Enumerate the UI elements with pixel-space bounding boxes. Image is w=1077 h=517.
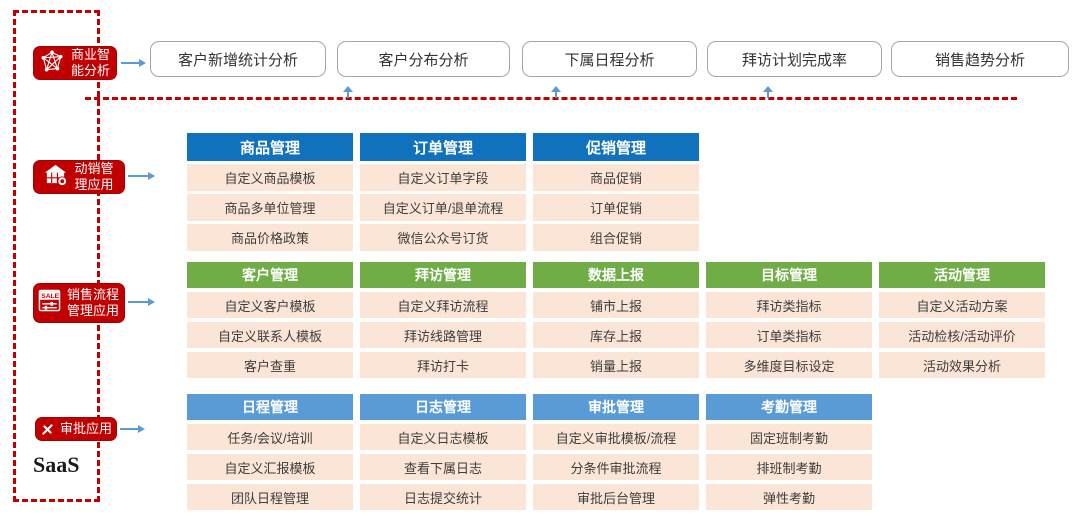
feature-item: 多维度目标设定 <box>706 352 872 378</box>
module-approval: 审批应用 <box>35 417 117 441</box>
feature-item: 订单促销 <box>533 194 699 221</box>
module-label: 审批应用 <box>59 421 112 437</box>
column-header: 审批管理 <box>533 394 699 420</box>
feature-item: 排班制考勤 <box>706 454 872 480</box>
column-header: 拜访管理 <box>360 262 526 288</box>
feature-item: 自定义汇报模板 <box>187 454 353 480</box>
feature-item: 固定班制考勤 <box>706 424 872 450</box>
feature-item: 拜访类指标 <box>706 292 872 318</box>
network-graph-icon <box>39 48 65 79</box>
up-arrow-icon <box>551 86 561 99</box>
feature-item: 日志提交统计 <box>360 484 526 510</box>
module-label: 动销管理应用 <box>74 161 114 192</box>
crossed-tools-icon <box>40 422 55 437</box>
feature-item: 组合促销 <box>533 224 699 251</box>
column-header: 客户管理 <box>187 262 353 288</box>
feature-item: 拜访打卡 <box>360 352 526 378</box>
right-arrow-icon <box>120 425 145 433</box>
column-header: 考勤管理 <box>706 394 872 420</box>
feature-item: 自定义订单字段 <box>360 164 526 191</box>
column-header: 数据上报 <box>533 262 699 288</box>
feature-item: 自定义订单/退单流程 <box>360 194 526 221</box>
right-arrow-icon <box>128 298 155 306</box>
bi-report-box: 客户新增统计分析 <box>150 41 326 77</box>
feature-item: 客户查重 <box>187 352 353 378</box>
feature-item: 自定义日志模板 <box>360 424 526 450</box>
feature-item: 铺市上报 <box>533 292 699 318</box>
saas-dashed-boundary <box>13 10 100 502</box>
column-header: 日志管理 <box>360 394 526 420</box>
feature-column: 日志管理 自定义日志模板 查看下属日志 日志提交统计 <box>360 394 526 510</box>
bi-report-box: 下属日程分析 <box>522 41 697 77</box>
up-arrow-icon <box>763 86 773 99</box>
feature-item: 商品价格政策 <box>187 224 353 251</box>
feature-item: 自定义拜访流程 <box>360 292 526 318</box>
feature-column: 商品管理 自定义商品模板 商品多单位管理 商品价格政策 <box>187 133 353 251</box>
feature-item: 活动效果分析 <box>879 352 1045 378</box>
feature-item: 自定义客户模板 <box>187 292 353 318</box>
feature-item: 商品多单位管理 <box>187 194 353 221</box>
feature-column: 拜访管理 自定义拜访流程 拜访线路管理 拜访打卡 <box>360 262 526 378</box>
feature-column: 促销管理 商品促销 订单促销 组合促销 <box>533 133 699 251</box>
section-sales-process: 客户管理 自定义客户模板 自定义联系人模板 客户查重 拜访管理 自定义拜访流程 … <box>187 262 1045 378</box>
feature-item: 销量上报 <box>533 352 699 378</box>
feature-column: 活动管理 自定义活动方案 活动检核/活动评价 活动效果分析 <box>879 262 1045 378</box>
feature-column: 考勤管理 固定班制考勤 排班制考勤 弹性考勤 <box>706 394 872 510</box>
feature-item: 弹性考勤 <box>706 484 872 510</box>
feature-item: 微信公众号订货 <box>360 224 526 251</box>
feature-item: 团队日程管理 <box>187 484 353 510</box>
column-header: 订单管理 <box>360 133 526 161</box>
module-sales-activation: 动销管理应用 <box>33 160 125 194</box>
module-label: 销售流程管理应用 <box>66 287 119 318</box>
right-arrow-icon <box>121 59 146 67</box>
feature-column: 审批管理 自定义审批模板/流程 分条件审批流程 审批后台管理 <box>533 394 699 510</box>
bi-dashed-connector-line <box>85 97 1017 100</box>
feature-item: 库存上报 <box>533 322 699 348</box>
feature-column: 目标管理 拜访类指标 订单类指标 多维度目标设定 <box>706 262 872 378</box>
feature-item: 订单类指标 <box>706 322 872 348</box>
feature-item: 自定义活动方案 <box>879 292 1045 318</box>
feature-item: 商品促销 <box>533 164 699 191</box>
bi-report-box: 客户分布分析 <box>337 41 510 77</box>
feature-item: 任务/会议/培训 <box>187 424 353 450</box>
feature-item: 分条件审批流程 <box>533 454 699 480</box>
bi-report-box: 拜访计划完成率 <box>707 41 882 77</box>
column-header: 活动管理 <box>879 262 1045 288</box>
feature-item: 自定义联系人模板 <box>187 322 353 348</box>
feature-item: 活动检核/活动评价 <box>879 322 1045 348</box>
saas-platform-label: SaaS <box>33 452 80 477</box>
column-header: 目标管理 <box>706 262 872 288</box>
feature-column: 数据上报 铺市上报 库存上报 销量上报 <box>533 262 699 378</box>
svg-text:SALE: SALE <box>41 293 59 300</box>
feature-column: 客户管理 自定义客户模板 自定义联系人模板 客户查重 <box>187 262 353 378</box>
up-arrow-icon <box>343 86 353 99</box>
section-approval: 日程管理 任务/会议/培训 自定义汇报模板 团队日程管理 日志管理 自定义日志模… <box>187 394 872 510</box>
feature-item: 自定义商品模板 <box>187 164 353 191</box>
feature-item: 查看下属日志 <box>360 454 526 480</box>
bi-report-box: 销售趋势分析 <box>891 41 1069 77</box>
module-label: 商业智能分析 <box>70 47 110 78</box>
storefront-icon <box>43 163 68 191</box>
feature-column: 订单管理 自定义订单字段 自定义订单/退单流程 微信公众号订货 <box>360 133 526 251</box>
column-header: 日程管理 <box>187 394 353 420</box>
feature-column: 日程管理 任务/会议/培训 自定义汇报模板 团队日程管理 <box>187 394 353 510</box>
module-business-intelligence: 商业智能分析 <box>33 46 117 80</box>
feature-item: 拜访线路管理 <box>360 322 526 348</box>
feature-item: 审批后台管理 <box>533 484 699 510</box>
section-sales-activation: 商品管理 自定义商品模板 商品多单位管理 商品价格政策 订单管理 自定义订单字段… <box>187 133 699 251</box>
column-header: 商品管理 <box>187 133 353 161</box>
column-header: 促销管理 <box>533 133 699 161</box>
right-arrow-icon <box>128 172 155 180</box>
sale-tag-icon: SALE <box>38 289 61 317</box>
feature-item: 自定义审批模板/流程 <box>533 424 699 450</box>
module-sales-process: SALE 销售流程管理应用 <box>33 283 125 323</box>
